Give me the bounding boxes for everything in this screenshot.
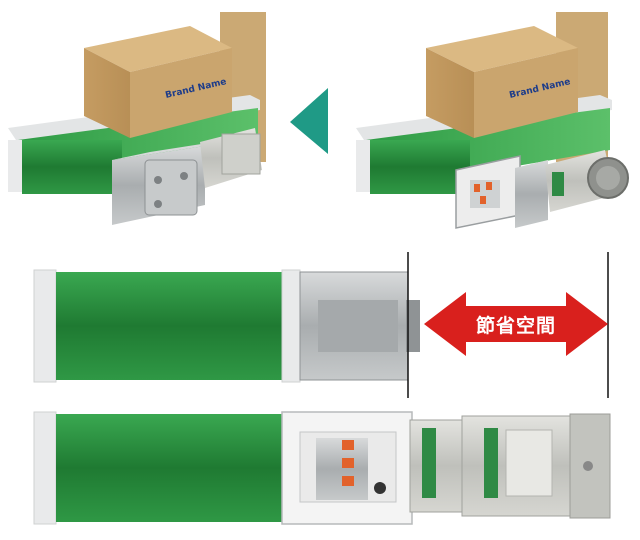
end-cap <box>33 411 57 525</box>
end-cap <box>33 269 57 383</box>
motor-fins <box>221 133 261 175</box>
bolt <box>154 200 162 208</box>
space-saving-arrow <box>424 292 608 356</box>
coupling-spider <box>474 184 480 192</box>
box-top <box>84 26 232 72</box>
belt-roller <box>22 140 122 194</box>
gearbox-plate <box>318 300 398 352</box>
bolt <box>154 176 162 184</box>
gearbox-body <box>515 160 548 228</box>
conveyor-compact-perspective: Brand Name <box>8 12 266 225</box>
conveyor-standard-perspective: Brand Name <box>356 12 629 229</box>
belt-roller <box>370 140 470 194</box>
set-screw <box>374 482 386 494</box>
box-side <box>84 48 130 138</box>
box-top <box>426 26 578 72</box>
coupling-spider <box>342 440 354 450</box>
bolt <box>583 461 593 471</box>
nameplate <box>505 429 553 497</box>
motor-label <box>484 428 498 498</box>
end-cap <box>281 269 301 383</box>
conveyor-compact-topview <box>33 269 420 383</box>
motor-fan-inner <box>596 166 620 190</box>
bolt <box>180 172 188 180</box>
belt-roller <box>56 414 282 522</box>
box-front <box>130 48 232 138</box>
motor-label <box>552 172 564 196</box>
motor-label <box>422 428 436 498</box>
left-arrow-icon <box>290 88 328 154</box>
coupling-spider <box>342 458 354 468</box>
box-side <box>426 48 474 138</box>
gearbox-shaft <box>406 300 420 352</box>
coupling-spider <box>342 476 354 486</box>
box-front <box>474 48 578 138</box>
end-cap <box>8 140 22 192</box>
gearbox-face <box>144 159 198 216</box>
coupling-spider <box>480 196 486 204</box>
coupling-spider <box>486 182 492 190</box>
conveyor-standard-topview <box>33 411 611 525</box>
belt-roller <box>56 272 282 380</box>
end-cap <box>356 140 370 192</box>
